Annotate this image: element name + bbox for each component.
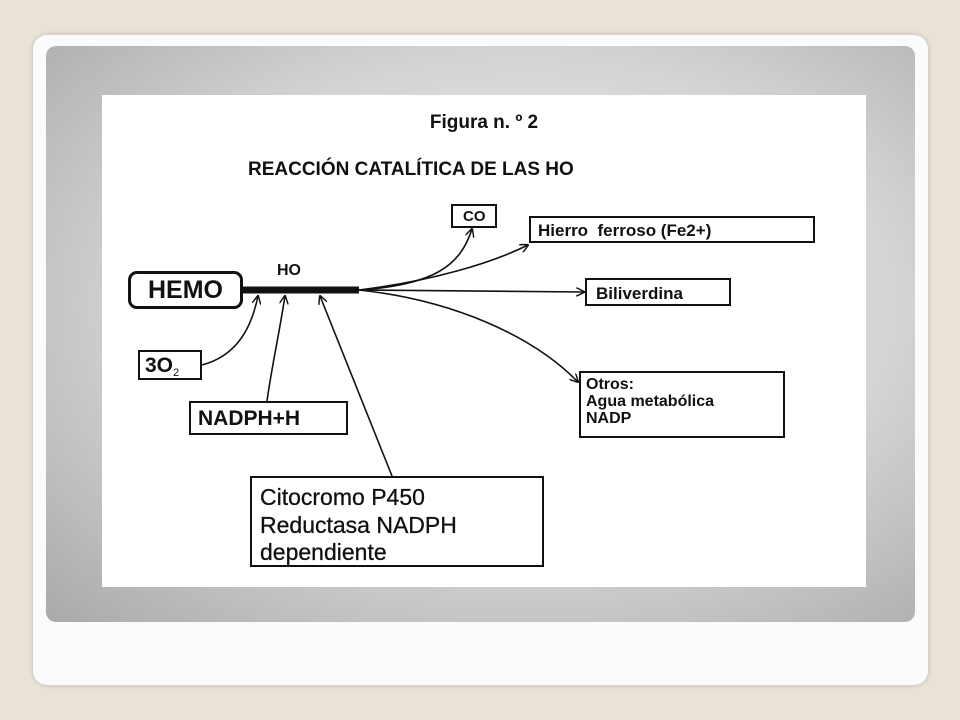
diagram-figure: Figura n. º 2 REACCIÓN CATALÍTICA DE LAS… [102,95,866,587]
hemo-box: HEMO [128,271,243,309]
biliverdina-label: Biliverdina [596,284,683,303]
arrow-from-nadph [266,296,285,402]
arrow-to-biliverdina [358,290,584,292]
arrow-from-o2 [201,296,258,366]
biliverdina-box: Biliverdina [585,278,731,306]
otros-box: Otros: Agua metabólica NADP [579,371,785,438]
citocromo-line-1: Citocromo P450 [260,484,425,510]
citocromo-line-3: dependiente [260,539,387,566]
reaction-arrows [201,95,866,477]
citocromo-line-2: Reductasa NADPH [260,511,457,538]
figure-subtitle: REACCIÓN CATALÍTICA DE LAS HO [248,159,574,180]
otros-line-1: Otros: [586,376,634,393]
hemo-label: HEMO [148,276,223,304]
hierro-ferroso-box: Hierro ferroso (Fe2+) [529,216,815,243]
nadph-box: NADPH+H [189,401,348,435]
oxygen-label: 3O [145,354,174,377]
nadph-label: NADPH+H [198,407,301,430]
oxygen-box: 3O2 [138,350,202,380]
hierro-ferroso-label: Hierro ferroso (Fe2+) [538,221,712,240]
otros-line-2: Agua metabólica [586,392,715,410]
arrow-to-co [358,229,472,291]
ho-label: HO [277,262,301,279]
co-label: CO [463,208,486,225]
figure-title: Figura n. º 2 [429,112,539,133]
arrow-to-hierro [358,245,528,291]
co-box: CO [451,204,497,228]
arrow-to-otros [358,289,578,382]
oxygen-subscript: 2 [173,367,180,379]
otros-line-3: NADP [586,409,632,427]
arrow-from-citocromo [320,296,393,477]
citocromo-box: Citocromo P450 Reductasa NADPH dependien… [250,476,544,567]
